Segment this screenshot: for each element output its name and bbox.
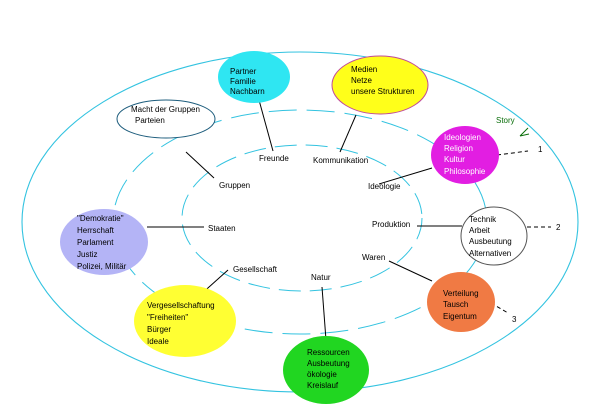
ressourcen-line-1: Ressourcen bbox=[307, 348, 350, 357]
bubble-medien-text: Medien Netze unsere Strukturen bbox=[351, 65, 415, 96]
verteilung-line-2: Tausch bbox=[443, 300, 468, 309]
bubble-ideologien bbox=[431, 126, 499, 184]
marker-1: 1 bbox=[538, 145, 543, 154]
label-produktion: Produktion bbox=[372, 220, 410, 229]
bubble-technik bbox=[460, 206, 528, 266]
demokratie-line-5: Polizei, Militär bbox=[77, 262, 127, 271]
technik-line-2: Arbeit bbox=[469, 226, 491, 235]
bubble-partner bbox=[218, 51, 290, 103]
vergesellschaftung-line-4: Ideale bbox=[147, 337, 169, 346]
ideologien-line-3: Kultur bbox=[444, 155, 465, 164]
verteilung-line-3: Eigentum bbox=[443, 312, 477, 321]
bubble-verteilung-text: Verteilung Tausch Eigentum bbox=[443, 289, 479, 321]
verteilung-line-1: Verteilung bbox=[443, 289, 479, 298]
technik-line-1: Technik bbox=[469, 215, 497, 224]
label-ideologie: Ideologie bbox=[368, 182, 401, 191]
label-natur: Natur bbox=[311, 273, 331, 282]
bubble-demokratie-text: "Demokratie" Herrschaft Parlament Justiz… bbox=[77, 214, 127, 271]
bubble-partner-text: Partner Familie Nachbarn bbox=[230, 67, 265, 96]
inner-ring bbox=[181, 144, 423, 292]
ideologien-line-2: Religion bbox=[444, 144, 473, 153]
medien-line-2: Netze bbox=[351, 76, 372, 85]
vergesellschaftung-line-1: Vergesellschaftung bbox=[147, 301, 215, 310]
bubble-vergesellschaftung bbox=[134, 285, 236, 357]
vergesellschaftung-line-2: "Freiheiten" bbox=[147, 313, 188, 322]
medien-line-1: Medien bbox=[351, 65, 377, 74]
ressourcen-line-2: Ausbeutung bbox=[307, 359, 350, 368]
bubble-medien bbox=[331, 55, 429, 115]
bubble-verteilung bbox=[427, 272, 495, 332]
bubble-ideologien-text: Ideologien Religion Kultur Philosophie bbox=[444, 133, 486, 176]
inner-labels: Freunde Kommunikation Gruppen Ideologie … bbox=[208, 154, 410, 282]
bubble-demokratie bbox=[60, 209, 148, 275]
marker-1-dash bbox=[496, 150, 529, 156]
marker-3: 3 bbox=[512, 315, 517, 324]
bubble-vergesellschaftung-text: Vergesellschaftung "Freiheiten" Bürger I… bbox=[147, 301, 215, 346]
story-arrow-icon bbox=[519, 127, 530, 137]
medien-line-3: unsere Strukturen bbox=[351, 87, 415, 96]
demokratie-line-3: Parlament bbox=[77, 238, 114, 247]
story-label: Story bbox=[496, 116, 515, 125]
vergesellschaftung-line-3: Bürger bbox=[147, 325, 171, 334]
label-gruppen: Gruppen bbox=[219, 181, 250, 190]
label-gesellschaft: Gesellschaft bbox=[233, 265, 278, 274]
partner-line-1: Partner bbox=[230, 67, 257, 76]
label-waren: Waren bbox=[362, 253, 385, 262]
label-kommunikation: Kommunikation bbox=[313, 156, 368, 165]
technik-line-3: Ausbeutung bbox=[469, 237, 512, 246]
bubble-ressourcen-text: Ressourcen Ausbeutung ökologie Kreislauf bbox=[307, 348, 350, 390]
bubble-ressourcen bbox=[283, 336, 369, 404]
bubble-macht bbox=[116, 99, 216, 139]
ideologien-line-4: Philosophie bbox=[444, 167, 486, 176]
technik-line-4: Alternativen bbox=[469, 249, 511, 258]
partner-line-3: Nachbarn bbox=[230, 87, 265, 96]
demokratie-line-2: Herrschaft bbox=[77, 226, 115, 235]
ideologien-line-1: Ideologien bbox=[444, 133, 481, 142]
ressourcen-line-3: ökologie bbox=[307, 370, 337, 379]
bubble-macht-text: Macht der Gruppen Parteien bbox=[131, 105, 200, 125]
bubble-technik-text: Technik Arbeit Ausbeutung Alternativen bbox=[469, 215, 512, 258]
demokratie-line-1: "Demokratie" bbox=[77, 214, 124, 223]
label-freunde: Freunde bbox=[259, 154, 289, 163]
macht-line-1: Macht der Gruppen bbox=[131, 105, 200, 114]
partner-line-2: Familie bbox=[230, 77, 256, 86]
label-staaten: Staaten bbox=[208, 224, 236, 233]
ressourcen-line-4: Kreislauf bbox=[307, 381, 339, 390]
marker-2: 2 bbox=[556, 223, 561, 232]
demokratie-line-4: Justiz bbox=[77, 250, 97, 259]
connectors bbox=[147, 99, 462, 341]
macht-line-2: Parteien bbox=[135, 116, 165, 125]
